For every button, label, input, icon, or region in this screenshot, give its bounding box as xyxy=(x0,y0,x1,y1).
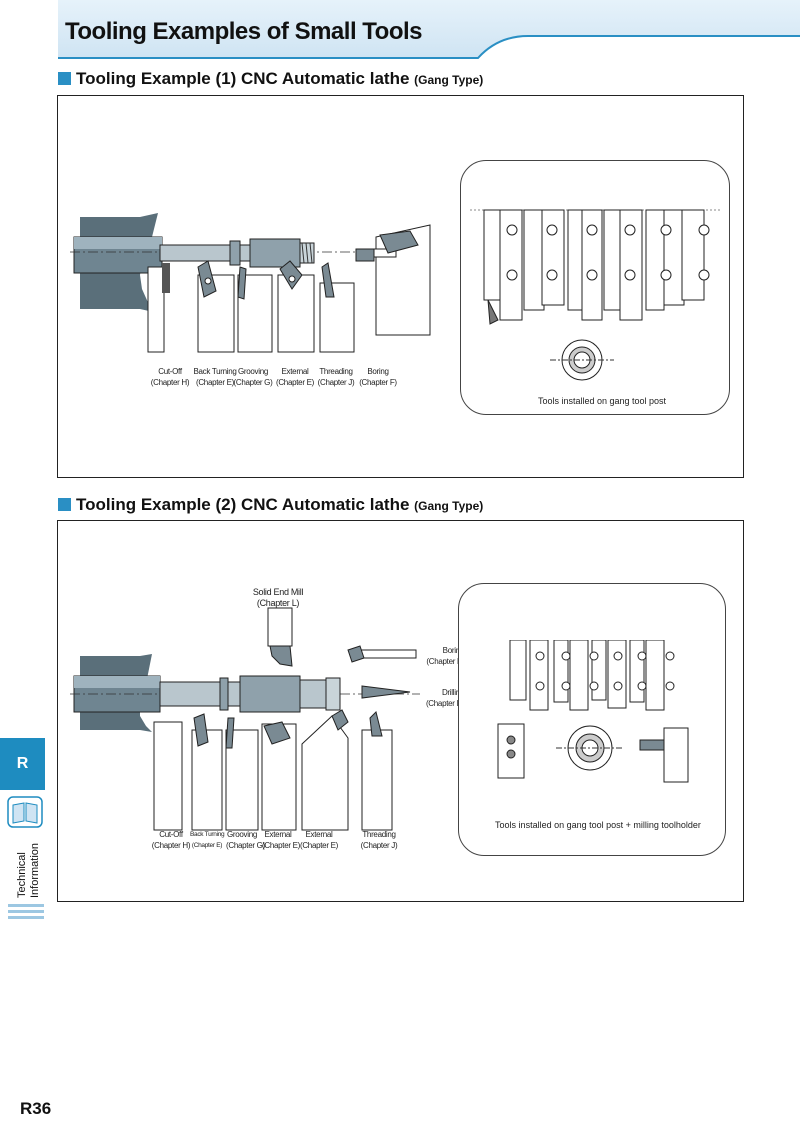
s1-tool-label: Grooving(Chapter G) xyxy=(233,367,273,387)
section-marker-icon xyxy=(58,498,71,511)
drilling-label: Drilling(Chapter K) xyxy=(425,688,464,708)
side-section-label: Technical Information xyxy=(16,843,41,898)
section1-heading: Tooling Example (1) CNC Automatic lathe … xyxy=(58,69,483,89)
s2-tool-label: Cut-Off(Chapter H) xyxy=(151,830,191,850)
gang-tool-post-inset-2 xyxy=(458,583,726,856)
s1-tool-label: Boring(Chapter F) xyxy=(359,367,397,387)
section2-subtitle: (Gang Type) xyxy=(414,499,484,513)
side-label-line2: Information xyxy=(29,843,41,898)
boring-label: Boring(Chapter F) xyxy=(426,646,464,666)
inset-caption-1: Tools installed on gang tool post xyxy=(537,396,667,406)
s2-tool-label: External(Chapter E) xyxy=(299,830,339,850)
section1-title: Tooling Example (1) CNC Automatic lathe xyxy=(76,69,410,88)
lathe-drawing-1 xyxy=(70,213,431,353)
s1-tool-label: Cut-Off(Chapter H) xyxy=(150,367,190,387)
gang-tool-post-drawing-2 xyxy=(497,640,689,783)
page-title: Tooling Examples of Small Tools xyxy=(65,18,423,45)
page-number: R36 xyxy=(20,1099,52,1118)
side-label-line1: Technical xyxy=(16,852,28,898)
s1-tool-label: Threading(Chapter J) xyxy=(317,367,355,387)
side-divider xyxy=(8,916,44,919)
inset-caption-2: Tools installed on gang tool post + mill… xyxy=(495,820,701,830)
section-marker-icon xyxy=(58,72,71,85)
s1-tool-label: Back Turning(Chapter E) xyxy=(193,367,237,387)
s2-tool-label: Threading(Chapter J) xyxy=(360,830,398,850)
gang-tool-post-drawing-1 xyxy=(470,209,720,381)
s2-tool-label: Grooving(Chapter G) xyxy=(226,830,265,850)
header-band xyxy=(58,0,800,59)
lathe-drawing-2 xyxy=(70,607,420,831)
section2-title: Tooling Example (2) CNC Automatic lathe xyxy=(76,495,410,514)
side-divider xyxy=(8,910,44,913)
end-mill-label: Solid End Mill(Chapter L) xyxy=(252,587,304,608)
section1-subtitle: (Gang Type) xyxy=(414,73,484,87)
s2-tool-label: Back Turning(Chapter E) xyxy=(190,831,225,849)
s1-tool-label: External(Chapter E) xyxy=(275,367,315,387)
chapter-tab[interactable]: R xyxy=(0,738,45,790)
section2-heading: Tooling Example (2) CNC Automatic lathe … xyxy=(58,495,483,515)
side-divider xyxy=(8,904,44,907)
book-icon xyxy=(7,796,43,828)
s2-tool-label: External(Chapter E) xyxy=(262,830,301,850)
